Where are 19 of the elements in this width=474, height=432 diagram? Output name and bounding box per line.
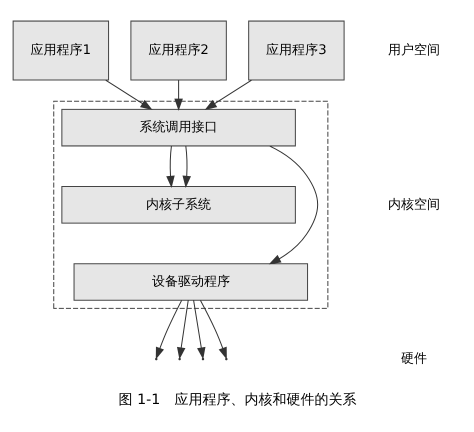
node-box: 设备驱动程序 [73, 262, 308, 300]
node-box: 应用程序1 [12, 20, 109, 80]
node-box: 应用程序3 [248, 20, 344, 80]
node-box: 应用程序2 [130, 20, 226, 80]
arrow [174, 80, 182, 110]
label: 用户空间 [388, 42, 440, 58]
arrow [155, 300, 182, 360]
label: 内核空间 [388, 196, 440, 212]
arrow [268, 145, 318, 264]
arrow [176, 300, 188, 360]
node-box: 内核子系统 [60, 186, 296, 224]
arrow [104, 79, 152, 110]
node-box: 系统调用接口 [60, 108, 296, 146]
arrow [166, 146, 174, 188]
arrow [204, 79, 252, 110]
caption: 图 1-1 应用程序、内核和硬件的关系 [118, 392, 356, 408]
label: 硬件 [400, 351, 427, 366]
arrow [192, 300, 205, 360]
arrow [182, 146, 190, 188]
